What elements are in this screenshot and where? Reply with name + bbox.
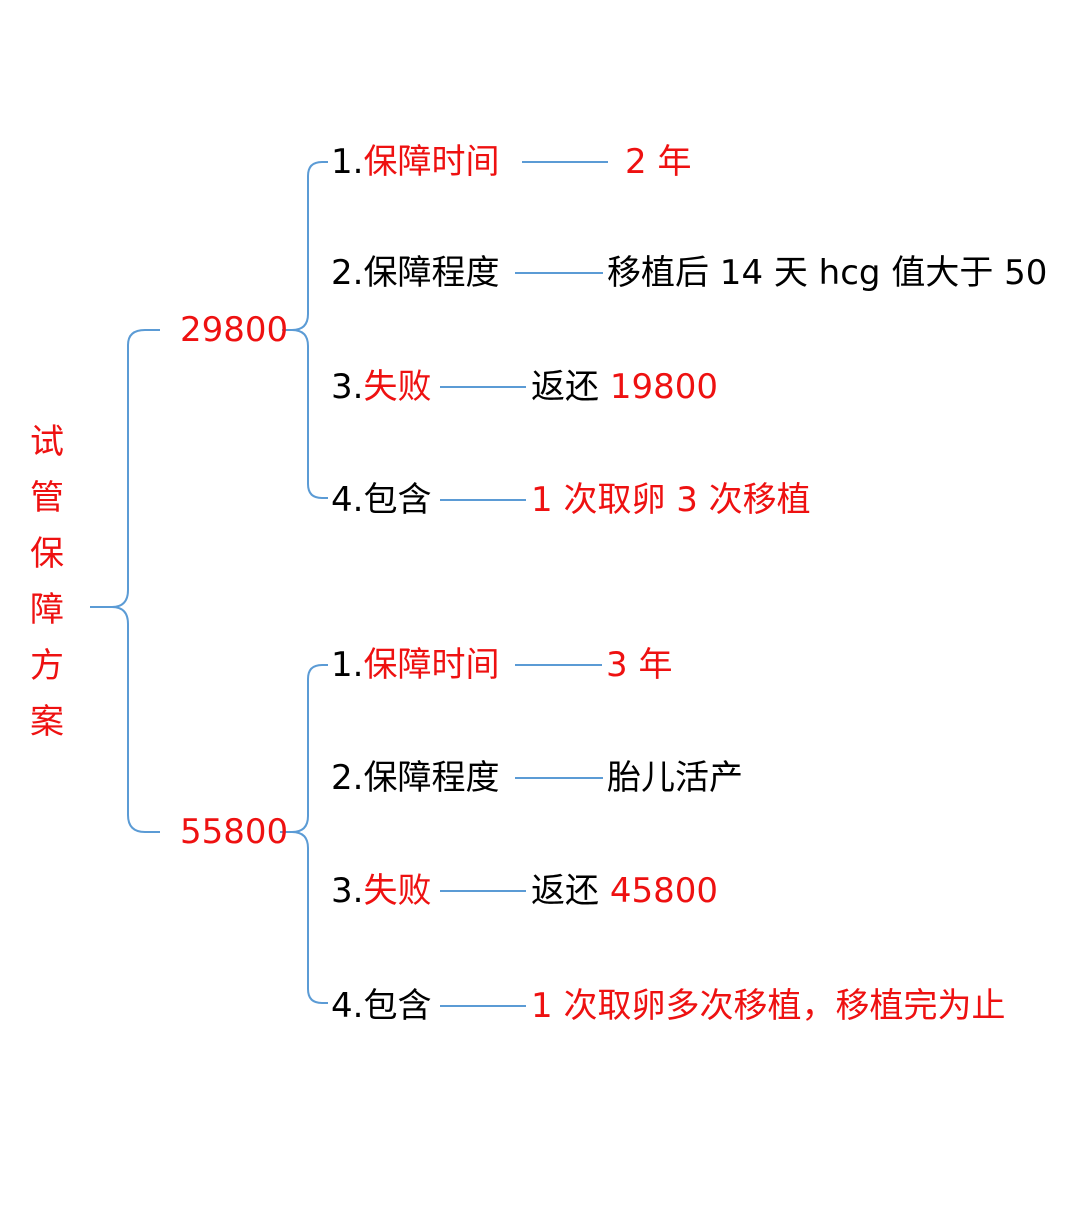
item-label: 保障时间 <box>363 645 500 685</box>
item-value: 2 年 <box>625 142 692 182</box>
root-brace <box>90 329 160 608</box>
plan2-brace-upper <box>280 664 328 833</box>
plan-item: 4.包含 <box>331 480 431 520</box>
item-value: 胎儿活产 <box>607 758 743 798</box>
item-value: 移植后 14 天 hcg 值大于 50 <box>607 253 1048 293</box>
item-number: 3. <box>331 871 364 911</box>
item-value-amount: 45800 <box>609 871 718 911</box>
plan1-brace-lower <box>291 329 328 499</box>
item-value: 3 年 <box>606 645 673 685</box>
plan-item: 2.保障程度 <box>331 253 499 293</box>
item-label: 包含 <box>363 480 432 520</box>
plan-price: 55800 <box>180 812 289 852</box>
root-char: 管 <box>30 478 64 518</box>
item-number: 2. <box>331 253 364 293</box>
plan-item: 2.保障程度 <box>331 758 499 798</box>
plan-item: 1.保障时间 <box>331 142 499 182</box>
root-char: 障 <box>30 590 64 630</box>
item-label: 保障程度 <box>363 758 500 798</box>
item-value: 返还 19800 <box>531 367 718 407</box>
root-char: 试 <box>30 422 64 462</box>
item-label: 失败 <box>363 871 432 911</box>
item-number: 4. <box>331 480 364 520</box>
item-label: 保障时间 <box>363 142 500 182</box>
item-label: 失败 <box>363 367 432 407</box>
item-number: 1. <box>331 142 364 182</box>
plan2-brace-lower <box>291 831 328 1004</box>
item-value-prefix: 返还 <box>531 367 610 407</box>
root-char: 方 <box>30 646 64 686</box>
item-value: 返还 45800 <box>531 871 718 911</box>
item-number: 3. <box>331 367 364 407</box>
item-value: 1 次取卵 3 次移植 <box>531 480 811 520</box>
item-number: 2. <box>331 758 364 798</box>
plan1-brace-upper <box>282 161 328 331</box>
root-char: 案 <box>30 702 64 742</box>
plan-item: 3.失败 <box>331 871 431 911</box>
item-value-amount: 19800 <box>609 367 718 407</box>
plan-item: 3.失败 <box>331 367 431 407</box>
item-number: 4. <box>331 986 364 1026</box>
item-value: 1 次取卵多次移植，移植完为止 <box>531 986 1006 1026</box>
plan-item: 1.保障时间 <box>331 645 499 685</box>
root-brace-lower <box>111 606 160 833</box>
plan-price: 29800 <box>180 310 289 350</box>
item-number: 1. <box>331 645 364 685</box>
root-char: 保 <box>30 534 64 574</box>
item-label: 包含 <box>363 986 432 1026</box>
item-label: 保障程度 <box>363 253 500 293</box>
plan-item: 4.包含 <box>331 986 431 1026</box>
item-value-prefix: 返还 <box>531 871 610 911</box>
